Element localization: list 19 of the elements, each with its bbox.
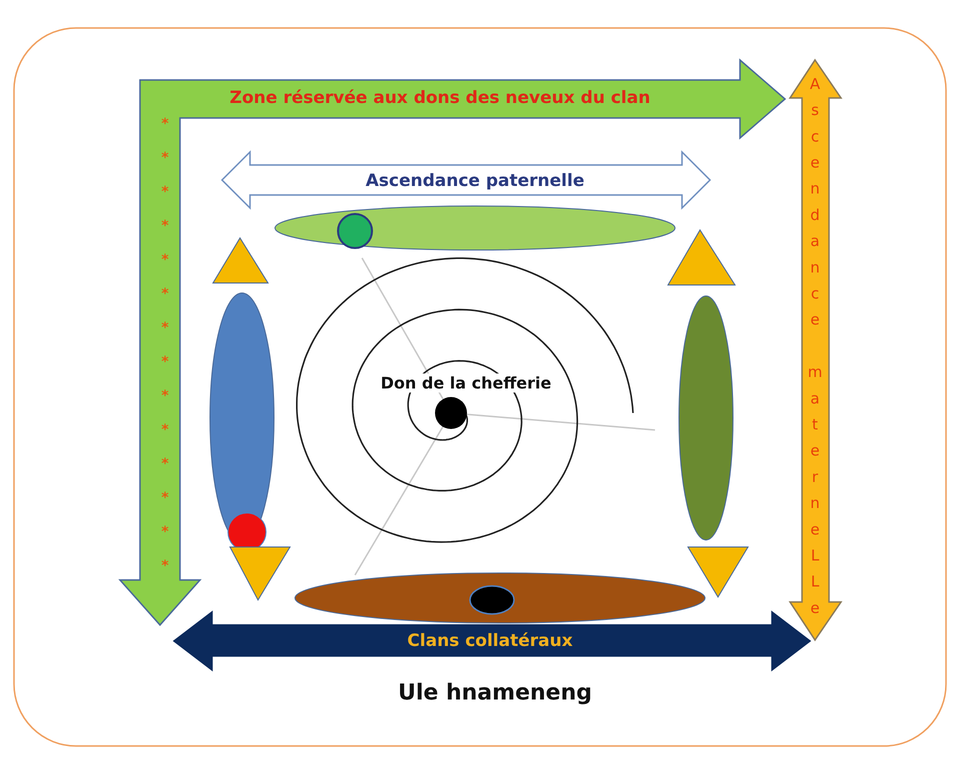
- vertical-banner-label: Ascendance materneLLe: [806, 74, 824, 626]
- banner-label: Zone réservée aux dons des neveux du clan: [230, 88, 650, 108]
- asterisk-mark: *: [161, 388, 169, 404]
- asterisk-mark: *: [161, 456, 169, 472]
- asterisk-mark: *: [161, 490, 169, 506]
- diagram-caption: Ule hnameneng: [398, 680, 592, 706]
- banner-label: Ascendance paternelle: [366, 171, 584, 191]
- asterisk-mark: *: [161, 320, 169, 336]
- asterisk-mark: *: [161, 286, 169, 302]
- asterisk-mark: *: [161, 116, 169, 132]
- asterisk-mark: *: [161, 422, 169, 438]
- asterisk-mark: *: [161, 252, 169, 268]
- asterisk-mark: *: [161, 524, 169, 540]
- asterisk-mark: *: [161, 184, 169, 200]
- banner-label: Clans collatéraux: [407, 631, 573, 651]
- asterisk-mark: *: [161, 558, 169, 574]
- asterisk-mark: *: [161, 218, 169, 234]
- asterisk-mark: *: [161, 354, 169, 370]
- asterisk-mark: *: [161, 150, 169, 166]
